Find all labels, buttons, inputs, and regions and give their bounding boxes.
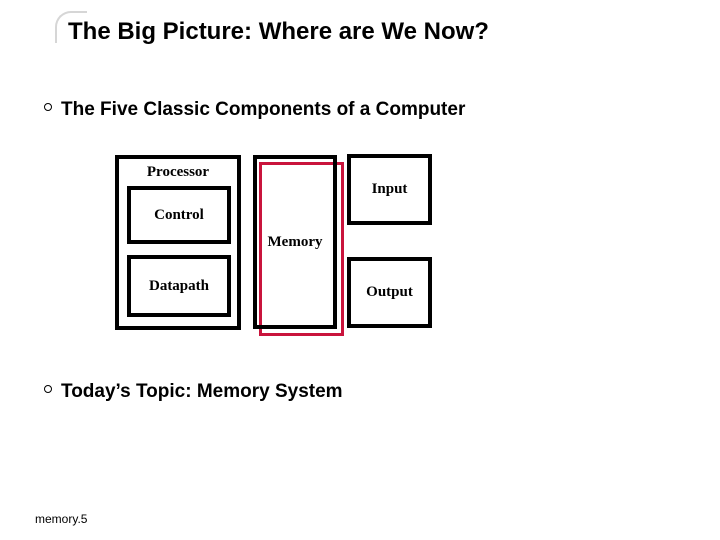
output-label: Output: [366, 284, 413, 300]
input-box: Input: [347, 154, 432, 225]
bullet-item-components: The Five Classic Components of a Compute…: [44, 99, 465, 121]
bullet-circle-icon: [44, 385, 52, 393]
page-footer: memory.5: [35, 512, 88, 526]
output-box: Output: [347, 257, 432, 328]
control-box: Control: [127, 186, 231, 244]
memory-label: Memory: [267, 233, 323, 250]
bullet-item-topic: Today’s Topic: Memory System: [44, 381, 343, 403]
processor-box: Processor: [115, 155, 241, 330]
slide-title: The Big Picture: Where are We Now?: [68, 18, 489, 45]
datapath-box: Datapath: [127, 255, 231, 317]
control-label: Control: [154, 206, 204, 223]
processor-label: Processor: [146, 164, 210, 180]
memory-highlight-box: [259, 162, 344, 336]
bullet-text-components: The Five Classic Components of a Compute…: [61, 99, 466, 120]
input-label: Input: [371, 181, 408, 197]
memory-box: Memory: [253, 155, 337, 329]
bullet-circle-icon: [44, 103, 52, 111]
bullet-text-topic: Today’s Topic: Memory System: [61, 381, 343, 402]
datapath-label: Datapath: [148, 277, 209, 294]
slide-frame-corner: [55, 11, 87, 43]
